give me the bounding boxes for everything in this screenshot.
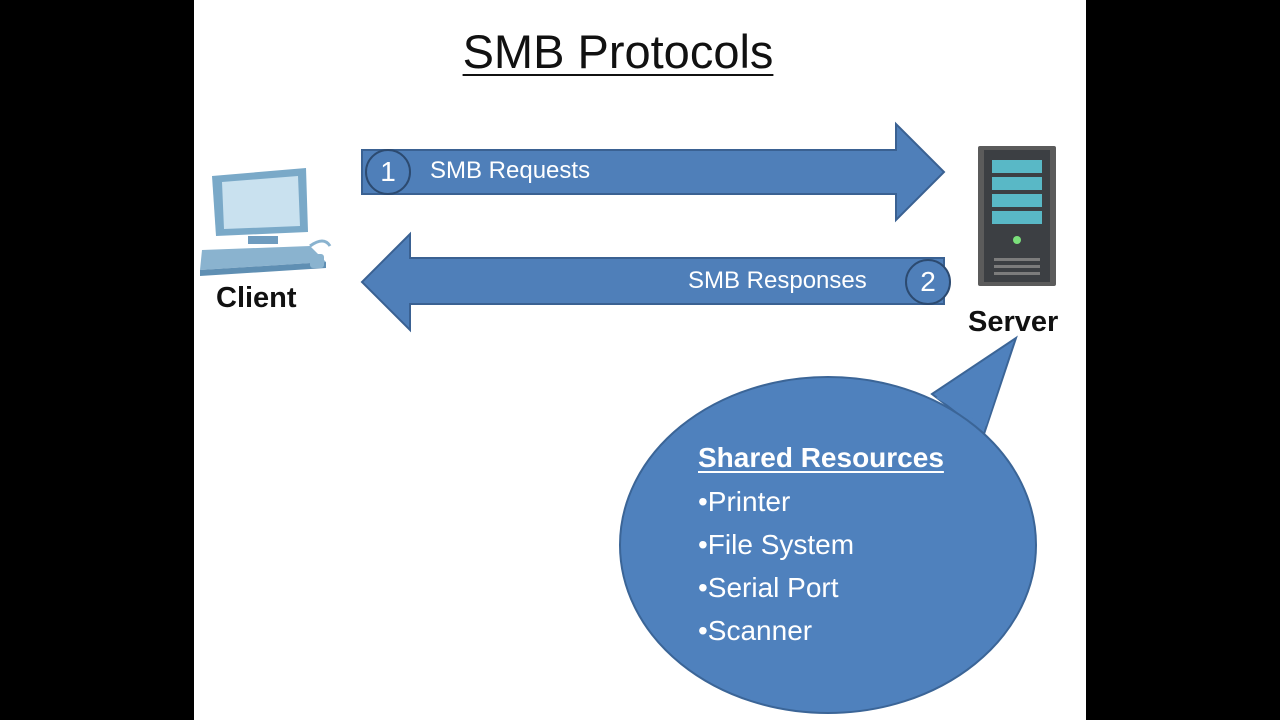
- resource-item-file-system: •File System: [698, 529, 855, 560]
- shared-resources-list: Shared Resources •Printer •File System •…: [698, 442, 944, 652]
- shared-resources-bubble: [619, 335, 1037, 714]
- resource-item-printer: •Printer: [698, 486, 791, 517]
- step-1-number: 1: [380, 156, 396, 187]
- server-tower-icon: [978, 146, 1056, 286]
- shared-resources-heading: Shared Resources: [698, 442, 944, 473]
- computer-icon: [200, 168, 332, 276]
- step-1-circle: [365, 149, 411, 195]
- step-2-circle: [905, 259, 951, 305]
- server-label: Server: [968, 306, 1059, 338]
- client-label: Client: [216, 282, 297, 314]
- diagram-title: SMB Protocols: [462, 25, 774, 78]
- resource-item-scanner: •Scanner: [698, 615, 813, 646]
- diagram-canvas: [200, 121, 1056, 714]
- smb-responses-label: SMB Responses: [688, 267, 867, 294]
- resource-item-serial-port: •Serial Port: [698, 572, 839, 603]
- smb-requests-arrow: [361, 121, 946, 223]
- smb-requests-label: SMB Requests: [430, 157, 591, 184]
- step-2-number: 2: [920, 266, 936, 297]
- smb-responses-arrow: [360, 231, 945, 333]
- slide: SMB Protocols: [194, 0, 1086, 720]
